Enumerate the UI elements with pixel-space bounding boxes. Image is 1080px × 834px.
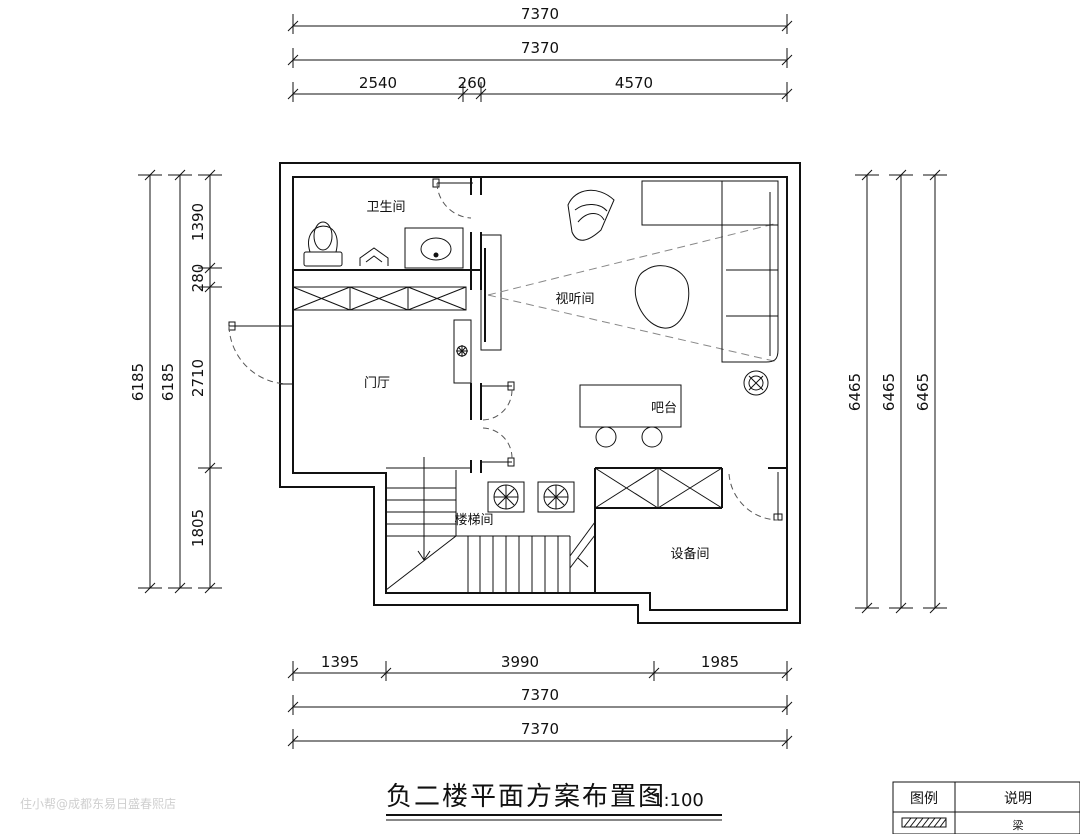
legend-header-description: 说明 xyxy=(1004,791,1032,807)
bottom-dim-3990: 3990 xyxy=(501,653,539,671)
room-label-equipment: 设备间 xyxy=(670,546,709,562)
top-dim-260: 260 xyxy=(458,74,487,92)
toilet-icon xyxy=(303,221,343,267)
room-label-bathroom: 卫生间 xyxy=(366,200,405,215)
top-dim-4570: 4570 xyxy=(615,74,653,92)
foyer-cabinet xyxy=(292,286,467,311)
right-dimensions: 6465 6465 6465 xyxy=(846,169,947,614)
left-dim-total-2: 6185 xyxy=(159,363,177,401)
bottom-dimensions: 1395 3990 1985 7370 7370 xyxy=(287,653,793,749)
drawing-title: 负二楼平面方案布置图 1:100 xyxy=(386,782,722,821)
side-table xyxy=(453,319,472,384)
bottom-dim-total-2: 7370 xyxy=(521,720,559,738)
tv-console xyxy=(480,234,502,351)
legend-beam-label: 梁 xyxy=(1013,818,1024,832)
projection-lines xyxy=(487,222,779,363)
title-scale: 1:100 xyxy=(652,790,704,811)
sofa-icon xyxy=(641,180,779,363)
left-dim-2710: 2710 xyxy=(189,359,207,397)
left-dim-280: 280 xyxy=(189,264,207,293)
left-dim-1390: 1390 xyxy=(189,203,207,241)
bottom-dim-1395: 1395 xyxy=(321,653,359,671)
left-dim-1805: 1805 xyxy=(189,509,207,547)
bottom-dim-total-1: 7370 xyxy=(521,686,559,704)
stairs xyxy=(385,457,596,593)
fan-icon xyxy=(743,370,769,396)
top-dimensions: 7370 7370 2540 260 4570 xyxy=(287,5,793,102)
equipment-cabinet xyxy=(594,467,723,509)
right-dim-total-3: 6465 xyxy=(914,373,932,411)
bottom-dim-1985: 1985 xyxy=(701,653,739,671)
lounge-chair-icon xyxy=(567,190,615,241)
legend-table: 图例 说明 梁 xyxy=(892,781,1080,834)
title-main: 负二楼平面方案布置图 xyxy=(386,782,666,812)
coffee-table-icon xyxy=(634,265,690,329)
doors xyxy=(228,178,783,521)
bidet-icon xyxy=(359,247,389,266)
plant-icon-2 xyxy=(537,481,575,513)
bathroom-fixtures xyxy=(303,221,464,269)
legend-header-symbol: 图例 xyxy=(910,791,938,807)
bar-counter xyxy=(579,384,682,448)
plant-icon-1 xyxy=(487,481,525,513)
top-dim-total-2: 7370 xyxy=(521,39,559,57)
room-label-foyer: 门厅 xyxy=(364,376,390,391)
left-dim-total-1: 6185 xyxy=(129,363,147,401)
room-label-bar: 吧台 xyxy=(651,401,677,416)
room-label-stairs: 楼梯间 xyxy=(454,513,493,528)
room-label-living: 视听间 xyxy=(555,292,594,307)
left-dimensions: 6185 6185 1390 280 2710 1805 xyxy=(129,169,222,594)
top-dim-total-1: 7370 xyxy=(521,5,559,23)
right-dim-total-2: 6465 xyxy=(880,373,898,411)
watermark: 住小帮@成都东易日盛春熙店 xyxy=(20,796,176,811)
washbasin-icon xyxy=(404,227,464,269)
top-dim-2540: 2540 xyxy=(359,74,397,92)
right-dim-total-1: 6465 xyxy=(846,373,864,411)
